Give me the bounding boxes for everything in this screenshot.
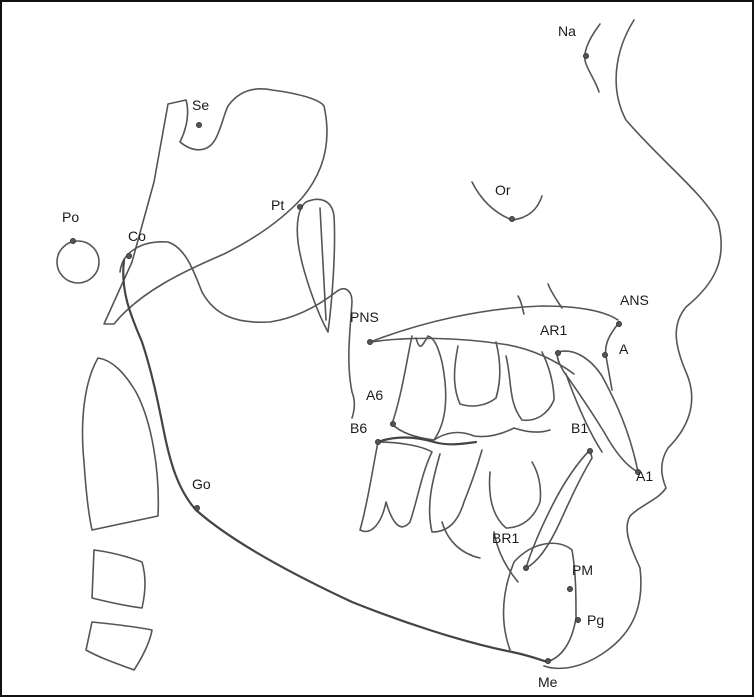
landmark-point-b6 xyxy=(374,438,381,445)
upper-molar-a6 xyxy=(391,335,447,441)
landmark-label-a6: A6 xyxy=(366,387,383,403)
nasal-floor-line xyxy=(517,283,563,315)
upper-incisor xyxy=(556,350,639,473)
upper-incisor-root xyxy=(565,373,603,453)
landmark-label-ar1: AR1 xyxy=(540,322,567,338)
palatal-plane xyxy=(369,305,619,343)
landmark-point-co xyxy=(126,252,133,259)
landmark-points xyxy=(70,53,642,665)
landmark-label-b1: B1 xyxy=(571,420,588,436)
landmark-label-pm: PM xyxy=(572,562,593,578)
skull-base-curve xyxy=(119,241,356,419)
pterygoid-inner-line xyxy=(319,207,327,321)
pterygomaxillary-fissure xyxy=(296,198,336,333)
landmark-point-ans xyxy=(616,320,623,327)
landmark-point-pm xyxy=(567,586,574,593)
landmark-point-a6 xyxy=(389,420,396,427)
soft-tissue-profile xyxy=(543,19,722,670)
upper-premolars xyxy=(453,341,555,422)
landmark-label-br1: BR1 xyxy=(492,530,519,546)
upper-molar-crowns xyxy=(433,427,551,441)
landmark-label-se: Se xyxy=(192,97,209,113)
landmark-point-se xyxy=(195,122,202,129)
lower-roots xyxy=(441,521,519,583)
lower-molar-b6 xyxy=(359,441,433,533)
landmark-point-me xyxy=(545,658,552,665)
mandible-ramus-body xyxy=(122,258,550,664)
anatomical-outlines xyxy=(56,19,722,671)
landmark-point-po xyxy=(70,237,77,244)
landmark-point-a xyxy=(602,351,609,358)
vertebra-c2 xyxy=(81,357,160,531)
landmark-label-ans: ANS xyxy=(620,292,649,308)
landmark-label-co: Co xyxy=(128,228,146,244)
vertebra-c3 xyxy=(91,549,146,609)
landmark-label-a1: A1 xyxy=(636,468,653,484)
porion-ring xyxy=(56,240,100,284)
landmark-label-me: Me xyxy=(538,674,558,690)
landmark-label-or: Or xyxy=(495,182,511,198)
landmark-label-pt: Pt xyxy=(271,197,284,213)
landmark-label-po: Po xyxy=(62,209,79,225)
landmark-label-go: Go xyxy=(192,476,211,492)
chin-inner-contour xyxy=(502,542,577,663)
landmark-label-na: Na xyxy=(558,23,576,39)
landmark-point-ar1 xyxy=(555,349,562,356)
landmark-label-a: A xyxy=(619,341,629,357)
vertebra-c4 xyxy=(85,621,153,671)
landmark-labels: Na Se Or Po Co Pt ANS PNS AR1 A A6 B6 B1… xyxy=(62,23,653,690)
landmark-point-b1 xyxy=(587,447,594,454)
occlusal-line xyxy=(376,436,478,446)
landmark-label-pns: PNS xyxy=(350,309,379,325)
nasion-contour xyxy=(584,23,601,93)
landmark-point-na xyxy=(583,53,590,60)
a-point-contour xyxy=(604,323,619,391)
landmark-label-pg: Pg xyxy=(587,612,604,628)
landmark-point-pns xyxy=(366,338,373,345)
landmark-point-or xyxy=(508,215,515,222)
landmark-point-go xyxy=(193,504,200,511)
landmark-label-b6: B6 xyxy=(350,420,367,436)
sella-turcica-contour xyxy=(103,88,328,325)
landmark-point-a1 xyxy=(635,468,642,475)
lower-premolars xyxy=(428,449,542,533)
landmark-point-pt xyxy=(296,203,303,210)
landmark-point-pg xyxy=(575,617,582,624)
landmark-point-br1 xyxy=(523,565,530,572)
